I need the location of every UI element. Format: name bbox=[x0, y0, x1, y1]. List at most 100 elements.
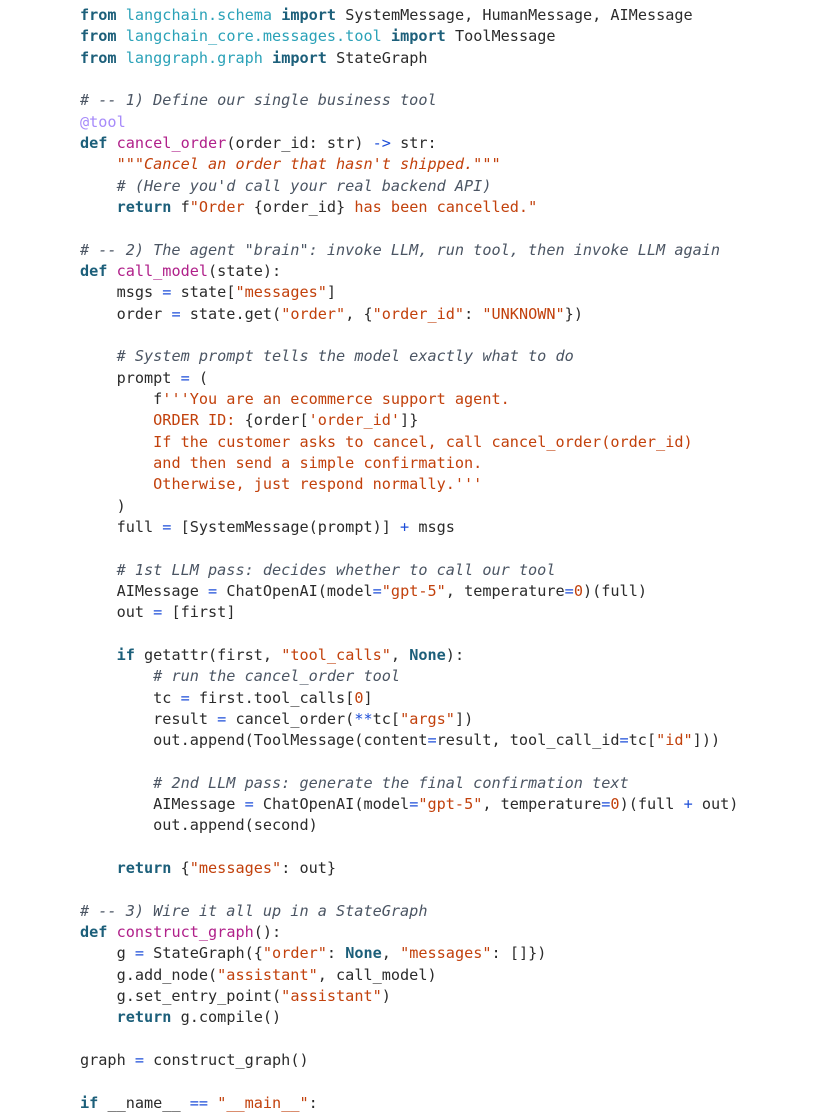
code-token: }) bbox=[564, 304, 583, 323]
code-line: g = StateGraph({"order": None, "messages… bbox=[80, 943, 840, 964]
code-line: out.append(second) bbox=[80, 815, 840, 836]
code-token: from bbox=[80, 27, 117, 46]
code-line: # 1st LLM pass: decides whether to call … bbox=[80, 560, 840, 581]
code-token: None bbox=[345, 944, 382, 963]
code-token: msgs bbox=[80, 283, 163, 302]
code-line: # -- 1) Define our single business tool bbox=[80, 90, 840, 111]
code-token bbox=[80, 774, 153, 792]
code-token: if bbox=[116, 645, 135, 664]
code-editor: from langchain.schema import SystemMessa… bbox=[80, 5, 840, 1116]
code-token: # System prompt tells the model exactly … bbox=[116, 347, 574, 366]
code-token: result bbox=[80, 709, 218, 728]
code-line: # run the cancel_order tool bbox=[80, 666, 840, 687]
code-token: ToolMessage bbox=[445, 27, 556, 46]
code-line: AIMessage = ChatOpenAI(model="gpt-5", te… bbox=[80, 581, 840, 602]
code-token: [first] bbox=[162, 603, 236, 622]
code-line: from langchain_core.messages.tool import… bbox=[80, 26, 840, 47]
code-token bbox=[382, 27, 391, 45]
code-token: {order[ bbox=[244, 411, 309, 430]
code-line: if getattr(first, "tool_calls", None): bbox=[80, 645, 840, 666]
code-token bbox=[80, 433, 153, 451]
code-token: import bbox=[272, 48, 327, 67]
code-token: , bbox=[390, 645, 410, 664]
code-token: = bbox=[134, 944, 145, 963]
code-token: f bbox=[80, 389, 163, 408]
code-token bbox=[117, 6, 126, 24]
code-token bbox=[80, 198, 117, 216]
code-line: from langchain.schema import SystemMessa… bbox=[80, 5, 840, 26]
code-token: , bbox=[381, 944, 401, 963]
code-line: # -- 2) The agent "brain": invoke LLM, r… bbox=[80, 240, 840, 261]
code-token: import bbox=[390, 27, 446, 46]
code-token: ChatOpenAI(model bbox=[217, 581, 373, 600]
code-token: cancel_order( bbox=[226, 709, 355, 728]
code-token bbox=[80, 155, 117, 173]
code-token: ChatOpenAI(model bbox=[253, 795, 410, 814]
code-line bbox=[80, 837, 840, 858]
code-token: = bbox=[372, 581, 382, 600]
code-token: "messages" bbox=[189, 859, 282, 878]
code-token: return bbox=[116, 859, 172, 878]
code-line: msgs = state["messages"] bbox=[80, 282, 840, 303]
code-line: If the customer asks to cancel, call can… bbox=[80, 432, 840, 453]
code-token: = bbox=[409, 795, 419, 814]
code-line: out = [first] bbox=[80, 602, 840, 623]
code-token: has been cancelled." bbox=[345, 197, 538, 216]
code-token: def bbox=[80, 261, 108, 280]
code-token: ) bbox=[381, 987, 391, 1006]
code-line: g.set_entry_point("assistant") bbox=[80, 986, 840, 1007]
code-token: getattr(first, bbox=[134, 645, 282, 664]
code-token: = bbox=[153, 603, 163, 622]
code-line: out.append(ToolMessage(content=result, t… bbox=[80, 730, 840, 751]
code-token: langchain.schema bbox=[125, 6, 273, 24]
code-token: Otherwise, just respond normally.''' bbox=[153, 475, 483, 494]
code-token: langchain_core.messages.tool bbox=[125, 27, 382, 46]
code-token: g.add_node( bbox=[80, 965, 218, 984]
code-token: )(full bbox=[619, 795, 684, 814]
code-line: # -- 3) Wire it all up in a StateGraph bbox=[80, 901, 840, 922]
code-token: order bbox=[80, 304, 172, 323]
code-token bbox=[80, 347, 117, 365]
code-token: "gpt-5" bbox=[418, 795, 483, 814]
code-token: out.append(ToolMessage(content bbox=[80, 731, 428, 750]
code-token: 0 bbox=[354, 688, 364, 707]
code-token: ] bbox=[363, 688, 373, 707]
code-token: = bbox=[564, 581, 574, 600]
code-token: 'order_id' bbox=[308, 411, 401, 430]
code-token: "messages" bbox=[400, 944, 492, 963]
code-token: cancel_order bbox=[116, 133, 227, 152]
code-token: "__main__" bbox=[217, 1093, 309, 1112]
code-token bbox=[80, 475, 153, 493]
code-token: = bbox=[208, 581, 218, 600]
code-token: prompt bbox=[80, 368, 181, 387]
code-token: "assistant" bbox=[281, 987, 382, 1006]
code-token: (): bbox=[253, 923, 282, 942]
code-token: def bbox=[80, 923, 108, 942]
code-token: g.compile() bbox=[171, 1008, 282, 1027]
code-line: return f"Order {order_id} has been cance… bbox=[80, 197, 840, 218]
code-token: str: bbox=[390, 133, 437, 152]
code-token bbox=[80, 454, 153, 472]
code-token: (state): bbox=[208, 261, 282, 280]
code-token: )(full) bbox=[582, 581, 647, 600]
code-token: # run the cancel_order tool bbox=[153, 667, 401, 686]
code-token: from bbox=[80, 6, 117, 24]
code-token: f bbox=[171, 197, 190, 216]
code-line: def construct_graph(): bbox=[80, 922, 840, 943]
code-line: # System prompt tells the model exactly … bbox=[80, 346, 840, 367]
code-token: g bbox=[80, 944, 135, 963]
code-token: = bbox=[180, 688, 190, 707]
code-token: out.append(second) bbox=[80, 816, 318, 835]
code-token bbox=[263, 49, 272, 67]
code-line: and then send a simple confirmation. bbox=[80, 453, 840, 474]
code-token: : bbox=[308, 1093, 318, 1112]
code-line: order = state.get("order", {"order_id": … bbox=[80, 304, 840, 325]
code-line: g.add_node("assistant", call_model) bbox=[80, 965, 840, 986]
code-line: AIMessage = ChatOpenAI(model="gpt-5", te… bbox=[80, 794, 840, 815]
code-token: first.tool_calls[ bbox=[189, 688, 355, 707]
code-token: if bbox=[80, 1093, 99, 1112]
code-line: full = [SystemMessage(prompt)] + msgs bbox=[80, 517, 840, 538]
code-token: from bbox=[80, 48, 117, 67]
code-token: return bbox=[116, 1008, 172, 1027]
code-line: # 2nd LLM pass: generate the final confi… bbox=[80, 773, 840, 794]
